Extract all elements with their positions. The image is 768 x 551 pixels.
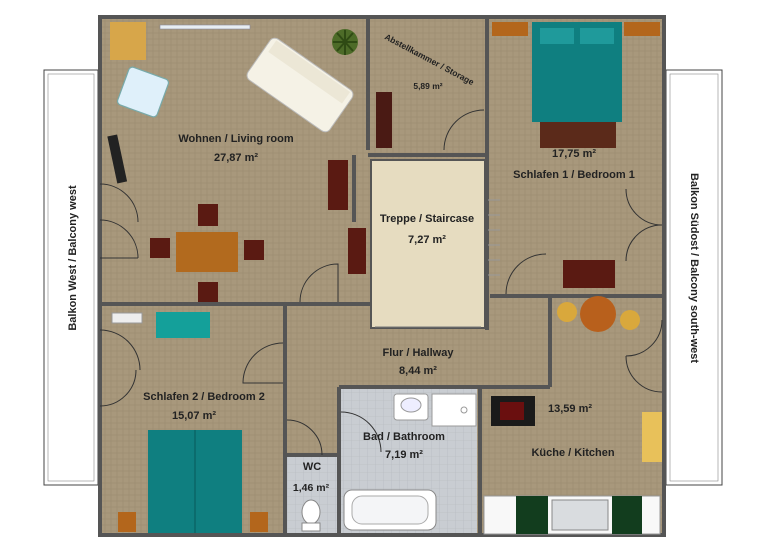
label-storage-area: 5,89 m² [413, 81, 442, 91]
kitchen-stove [516, 496, 548, 534]
kitchen-bench [642, 412, 662, 462]
sofa [246, 37, 354, 133]
door-wc [286, 419, 323, 456]
label-bedroom1-area: 17,75 m² [552, 148, 596, 160]
door-bathroom [340, 411, 382, 453]
storage-shelf [376, 92, 392, 148]
bedroom2-desk [156, 312, 210, 338]
label-balcony-west: Balkon West / Balcony west [67, 185, 79, 331]
label-wc-area: 1,46 m² [293, 482, 330, 494]
label-bedroom1-name: Schlafen 1 / Bedroom 1 [513, 169, 635, 181]
armchair [116, 66, 170, 118]
window-living [159, 24, 251, 30]
balcony-west [43, 69, 99, 486]
bedroom2-radiator [111, 312, 143, 324]
bedroom1-nightstand-right [624, 22, 660, 36]
staircase-area [370, 159, 486, 329]
label-bathroom-area: 7,19 m² [385, 449, 423, 461]
label-staircase-area: 7,27 m² [408, 234, 446, 246]
label-kitchen-name: Küche / Kitchen [531, 447, 614, 459]
door-bedroom2-hall [242, 342, 284, 384]
door-bedroom1 [505, 253, 547, 295]
staircase-steps [488, 199, 500, 276]
label-balcony-southeast: Balkon Südost / Balcony south-west [688, 173, 700, 363]
dining-table [150, 204, 264, 302]
bedroom1-dresser [563, 260, 615, 288]
bed-1 [532, 22, 622, 148]
label-living-area: 27,87 m² [214, 152, 258, 164]
living-cabinet [328, 160, 348, 210]
door-storage [443, 109, 485, 151]
walls [98, 15, 666, 537]
label-hallway-area: 8,44 m² [399, 365, 437, 377]
kitchen-table [557, 296, 640, 332]
bedroom1-nightstand-left [492, 22, 528, 36]
label-living-name: Wohnen / Living room [178, 133, 294, 145]
balcony-southeast-inner [669, 73, 719, 482]
kitchen-sink [551, 499, 609, 531]
label-staircase-name: Treppe / Staircase [380, 213, 474, 225]
door-living-hall [299, 263, 339, 303]
living-cabinet-2 [348, 228, 366, 274]
door-bedroom2-west [99, 329, 141, 407]
balcony-west-inner [47, 73, 95, 482]
balcony-southeast [665, 69, 723, 486]
label-bathroom-name: Bad / Bathroom [363, 431, 445, 443]
kitchen-fridge [612, 496, 642, 534]
toilet [301, 499, 321, 525]
door-living-west [99, 219, 139, 259]
label-bedroom2-name: Schlafen 2 / Bedroom 2 [143, 391, 265, 403]
door-kitchen-balcony [625, 319, 663, 393]
label-hallway-name: Flur / Hallway [383, 347, 455, 359]
living-sideboard [110, 22, 146, 60]
label-kitchen-area: 13,59 m² [548, 403, 592, 415]
door-living-west-2 [99, 183, 139, 223]
tv [107, 134, 128, 184]
label-wc-name: WC [303, 461, 321, 473]
shower [431, 393, 477, 427]
label-bedroom2-area: 15,07 m² [172, 410, 216, 422]
bed-2 [118, 430, 268, 533]
door-bedroom1-balcony [625, 188, 663, 262]
